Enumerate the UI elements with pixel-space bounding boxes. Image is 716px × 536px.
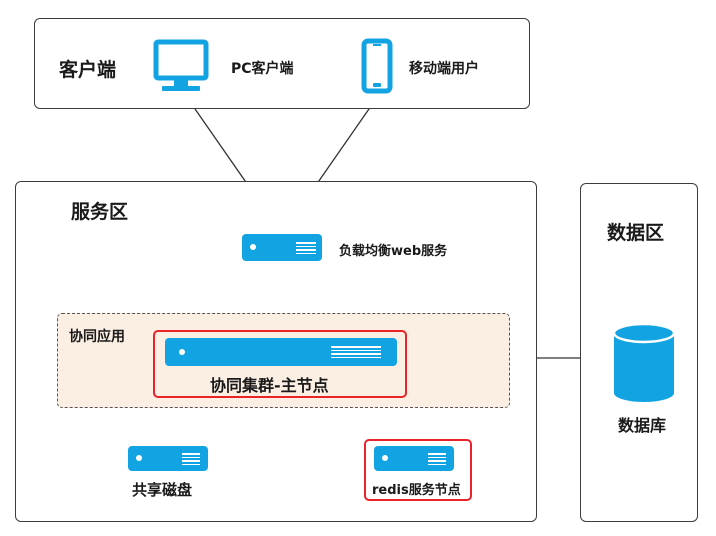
master-node-label: 协同集群-主节点 bbox=[210, 376, 329, 395]
redis-node-label: redis服务节点 bbox=[372, 483, 461, 498]
master-node-highlight bbox=[153, 330, 407, 398]
mobile-user-label: 移动端用户 bbox=[409, 61, 479, 77]
database-label: 数据库 bbox=[618, 416, 667, 435]
service-zone-title: 服务区 bbox=[71, 201, 129, 223]
shared-disk-label: 共享磁盘 bbox=[132, 481, 193, 499]
data-zone-panel: 数据区 数据库 bbox=[580, 183, 698, 522]
redis-node-highlight bbox=[364, 439, 472, 501]
database-icon bbox=[612, 322, 676, 409]
client-zone-panel: 客户端 PC客户端 移动端用户 bbox=[34, 18, 530, 109]
load-balancer-label: 负载均衡web服务 bbox=[339, 244, 448, 259]
smartphone-icon bbox=[361, 38, 397, 102]
client-zone-title: 客户端 bbox=[59, 59, 117, 81]
shared-disk-server-icon bbox=[128, 446, 208, 471]
redis-server-icon bbox=[374, 446, 454, 471]
pc-client-label: PC客户端 bbox=[231, 61, 294, 77]
data-zone-title: 数据区 bbox=[607, 222, 665, 244]
collab-app-title: 协同应用 bbox=[69, 329, 125, 345]
load-balancer-server-icon bbox=[242, 234, 322, 261]
monitor-icon bbox=[153, 39, 213, 99]
master-node-server-icon bbox=[165, 338, 397, 366]
